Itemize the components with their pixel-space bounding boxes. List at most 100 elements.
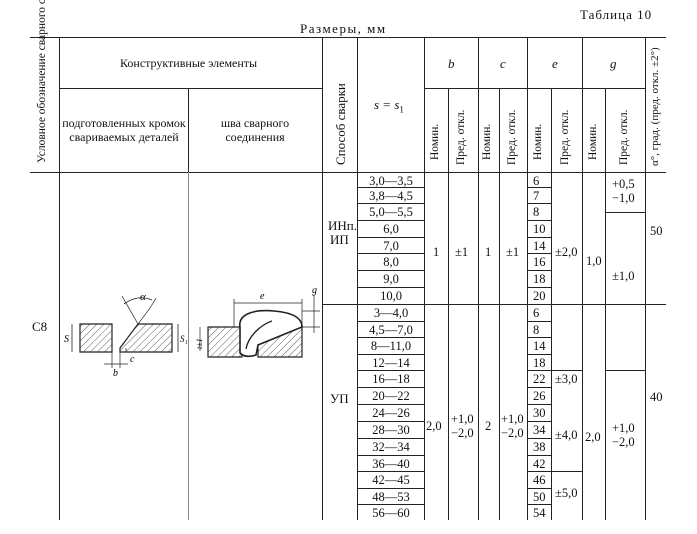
e-nominal-value: 16 (533, 255, 546, 269)
c-nom-a: 1 (485, 245, 492, 259)
alpha-b: 40 (650, 390, 663, 404)
g-nom-a: 1,0 (586, 254, 602, 268)
g-nom-b: 2,0 (585, 430, 601, 444)
e-label: e (260, 291, 265, 302)
s-value: 7,0 (383, 239, 399, 253)
c-header: c (500, 56, 506, 71)
weld-header: шва сварного соединения (220, 116, 290, 144)
s-value: 10,0 (380, 289, 402, 303)
method-a2: ИП (330, 232, 349, 247)
s-value: 28—30 (372, 423, 410, 437)
c-dev-header: Пред. откл. (506, 109, 518, 165)
s-value: 6,0 (383, 222, 399, 236)
g-header: g (610, 56, 617, 71)
b-dev-header: Пред. откл. (455, 109, 467, 165)
designation-header: Условное обозначение сварного соединения (36, 0, 48, 163)
s-header: s = s1 (374, 97, 404, 115)
s-value: 36—40 (372, 457, 410, 471)
prepared-edges-header: подготовленных кромок свариваемых детале… (62, 116, 186, 144)
e-dev-b1: ±3,0 (555, 372, 578, 386)
table-caption: Размеры, мм (300, 21, 387, 36)
s1-label: S₁ (180, 334, 188, 344)
g-label: g (312, 285, 317, 296)
s-value: 8,0 (383, 255, 399, 269)
e-nominal-value: 46 (533, 473, 546, 487)
elements-header: Конструктивные элементы (120, 56, 258, 70)
g-dev-a1: +0,5 (612, 177, 635, 191)
e-nominal-value: 8 (533, 205, 540, 219)
c-dev-b1: +1,0 (501, 412, 524, 426)
c-dev-b2: −2,0 (501, 426, 524, 440)
method-a: ИНп. (328, 218, 357, 233)
e-nom-header: Номин. (532, 123, 544, 160)
c-dev-a: ±1 (506, 245, 520, 259)
e-nominal-value: 6 (533, 306, 540, 320)
s-value: 4,5—7,0 (369, 323, 413, 337)
table-title: Таблица 10 (580, 7, 653, 22)
g-dev-a1b: −1,0 (612, 191, 635, 205)
designation-value: С8 (32, 319, 48, 334)
c-label: c (130, 354, 135, 365)
g-dev-b2: −2,0 (612, 435, 635, 449)
method-b: УП (330, 391, 349, 406)
s-value: 8—11,0 (370, 339, 412, 353)
t-label: t±1 (195, 338, 204, 349)
e-nominal-value: 42 (533, 457, 546, 471)
b-nom-b: 2,0 (426, 419, 442, 433)
e-nominal-value: 20 (533, 289, 546, 303)
prepared-edges-drawing: α S S₁ b c (64, 291, 188, 379)
s-value: 5,0—5,5 (369, 205, 413, 219)
e-nominal-value: 7 (533, 189, 540, 203)
e-nominal-value: 34 (533, 423, 546, 437)
s-label: S (64, 334, 69, 345)
e-dev-header: Пред. откл. (559, 109, 571, 165)
b-dev-a: ±1 (455, 245, 469, 259)
e-nominal-value: 22 (533, 372, 546, 386)
b-header: b (448, 56, 455, 71)
e-nominal-value: 54 (533, 506, 546, 520)
e-dev-a: ±2,0 (555, 245, 578, 259)
s-value: 24—26 (372, 406, 410, 420)
e-nominal-value: 18 (533, 272, 546, 286)
alpha-a: 50 (650, 224, 663, 238)
weld-drawing: e g t±1 (195, 285, 320, 358)
e-nominal-value: 14 (533, 239, 546, 253)
b-nom-a: 1 (433, 245, 440, 259)
e-nominal-value: 10 (533, 222, 546, 236)
s-value: 3—4,0 (373, 306, 409, 320)
e-nominal-value: 38 (533, 440, 546, 454)
s-value: 9,0 (383, 272, 399, 286)
method-header: Способ сварки (333, 83, 348, 165)
alpha-label: α (140, 291, 146, 303)
s-value: 32—34 (372, 440, 410, 454)
s-value: 20—22 (372, 389, 410, 403)
b-label: b (113, 368, 118, 379)
b-dev-b2: −2,0 (451, 426, 474, 440)
alpha-header: α°, град. (пред. откл. ±2°) (649, 47, 661, 166)
e-dev-b2: ±4,0 (555, 428, 578, 442)
b-nom-header: Номин. (429, 123, 441, 160)
g-nom-header: Номин. (587, 123, 599, 160)
b-dev-b1: +1,0 (451, 412, 474, 426)
g-dev-header: Пред. откл. (618, 109, 630, 165)
e-nominal-value: 30 (533, 406, 546, 420)
e-nominal-value: 26 (533, 389, 546, 403)
s-value: 16—18 (372, 372, 410, 386)
g-dev-a2: ±1,0 (612, 269, 635, 283)
g-dev-b1: +1,0 (612, 421, 635, 435)
e-nominal-value: 50 (533, 490, 546, 504)
s-value: 3,0—3,5 (369, 174, 413, 188)
e-nominal-value: 6 (533, 174, 540, 188)
s-value: 48—53 (372, 490, 410, 504)
s-value: 3,8—4,5 (369, 189, 413, 203)
s-value: 56—60 (372, 506, 410, 520)
e-nominal-value: 14 (533, 339, 546, 353)
s-value: 42—45 (372, 473, 410, 487)
s-value: 12—14 (372, 356, 410, 370)
e-header: e (552, 56, 558, 71)
e-nominal-value: 8 (533, 323, 540, 337)
e-nominal-value: 18 (533, 356, 546, 370)
e-dev-b3: ±5,0 (555, 486, 578, 500)
c-nom-header: Номин. (481, 123, 493, 160)
c-nom-b: 2 (485, 419, 492, 433)
